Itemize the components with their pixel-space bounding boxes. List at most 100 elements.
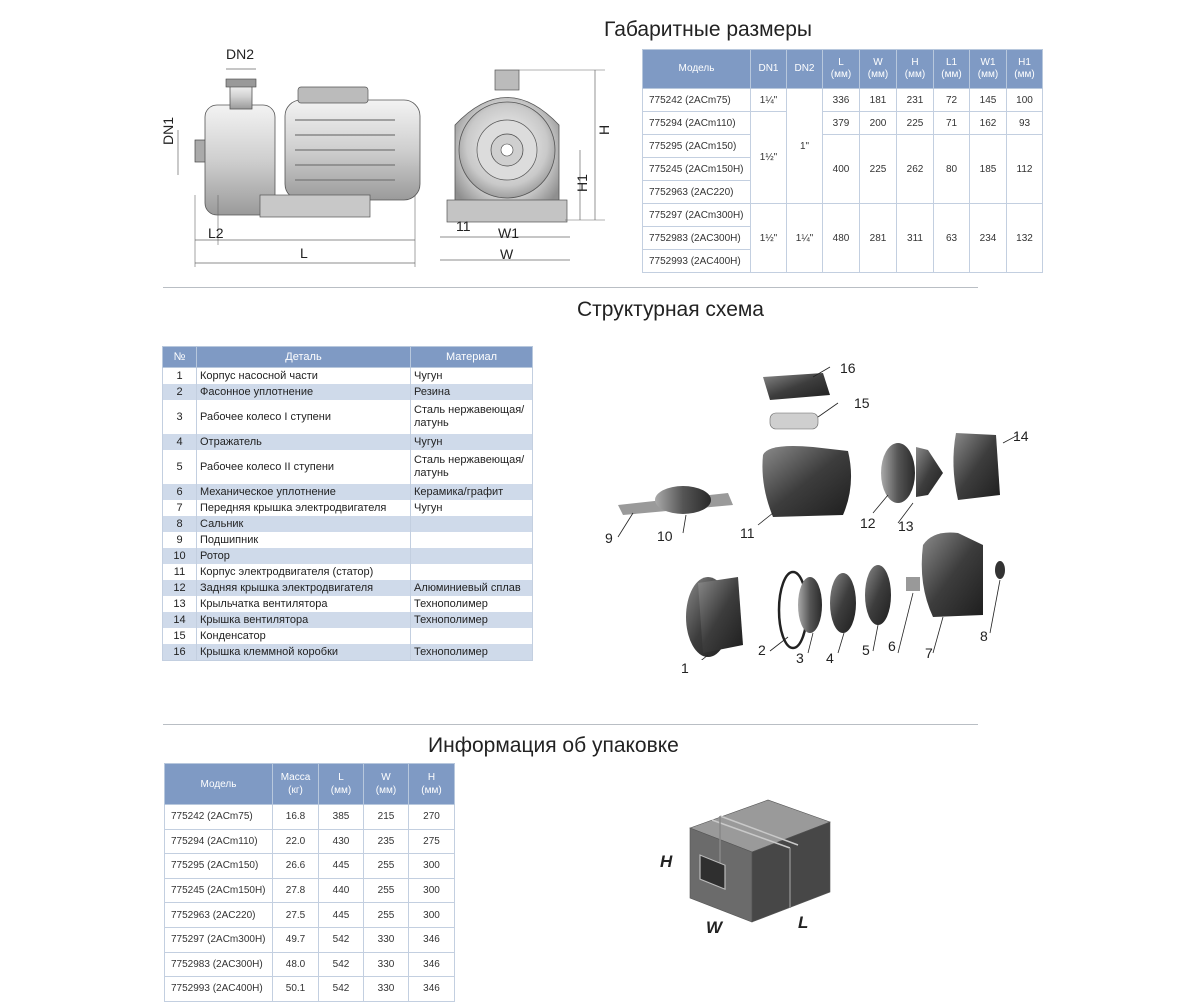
- w-cell: 200: [859, 111, 897, 135]
- part-callout-number: 10: [657, 528, 673, 544]
- material-cell: Технополимер: [410, 644, 533, 661]
- no-cell: 12: [162, 580, 197, 596]
- part-cell: Передняя крышка электродвигателя: [196, 500, 411, 516]
- part-cell: Рабочее колесо I ступени: [196, 400, 411, 434]
- table-row: 775245 (2ACm150H): [642, 157, 1043, 181]
- mass-cell: 27.5: [272, 902, 319, 928]
- part-callout-number: 12: [860, 515, 876, 531]
- material-cell: Алюминиевый сплав: [410, 580, 533, 596]
- dimensions-table: Модель DN1 DN2 L(мм) W(мм) H(мм) L1(мм) …: [642, 49, 1043, 273]
- part-callout-number: 13: [898, 518, 914, 534]
- w-label: W: [500, 246, 514, 262]
- table-header-row: Модель DN1 DN2 L(мм) W(мм) H(мм) L1(мм) …: [642, 49, 1043, 89]
- part-callout-number: 14: [1013, 428, 1029, 444]
- part-callout-number: 3: [796, 650, 804, 666]
- no-cell: 10: [162, 548, 197, 564]
- no-cell: 11: [162, 564, 197, 580]
- h-cell: 311: [896, 203, 934, 273]
- model-cell: 7752993 (2AC400H): [642, 249, 751, 273]
- model-cell: 775295 (2ACm150): [164, 853, 273, 879]
- w-cell: 255: [363, 902, 409, 928]
- mass-cell: 27.8: [272, 877, 319, 904]
- h-cell: 346: [408, 976, 455, 1002]
- column-header: Деталь: [196, 346, 411, 368]
- no-cell: 14: [162, 612, 197, 628]
- h-cell: 262: [896, 134, 934, 204]
- column-header: L(мм): [822, 49, 860, 89]
- l-cell: 445: [318, 853, 364, 879]
- l1-cell: 71: [933, 111, 970, 135]
- table-header-row: № Деталь Материал: [162, 346, 533, 368]
- packaging-table: Модель Масса(кг) L(мм) W(мм) H(мм) 77524…: [164, 763, 455, 1002]
- h-cell: 275: [408, 828, 455, 855]
- table-row: 7752963 (2AC220): [642, 180, 1043, 204]
- h-cell: 346: [408, 951, 455, 978]
- column-header: H(мм): [408, 763, 455, 805]
- column-header: Материал: [410, 346, 533, 368]
- part-cell: Корпус электродвигателя (статор): [196, 564, 411, 580]
- w-cell: 215: [363, 804, 409, 830]
- model-cell: 775242 (2ACm75): [642, 88, 751, 112]
- column-header: W1(мм): [969, 49, 1007, 89]
- w1-cell: 145: [969, 88, 1007, 112]
- w-cell: 330: [363, 951, 409, 978]
- part-cell: Конденсатор: [196, 628, 411, 644]
- table-row: 775297 (2ACm300H) 1½" 1¼" 480 281 311 63…: [642, 203, 1043, 273]
- part-callout-number: 7: [925, 645, 933, 661]
- model-cell: 7752963 (2AC220): [164, 902, 273, 928]
- part-callout-number: 9: [605, 530, 613, 546]
- l1-cell: 80: [933, 134, 970, 204]
- part-cell: Рабочее колесо II ступени: [196, 450, 411, 484]
- section-title-packaging: Информация об упаковке: [428, 734, 679, 757]
- model-cell: 775294 (2ACm110): [164, 828, 273, 855]
- mass-cell: 50.1: [272, 976, 319, 1002]
- part-callout-number: 15: [854, 395, 870, 411]
- part-callout-number: 16: [840, 360, 856, 376]
- l-cell: 445: [318, 902, 364, 928]
- mass-cell: 22.0: [272, 828, 319, 855]
- l1-cell: 72: [933, 88, 970, 112]
- column-header: №: [162, 346, 197, 368]
- part-cell: Крышка вентилятора: [196, 612, 411, 628]
- material-cell: Чугун: [410, 500, 533, 516]
- model-cell: 7752963 (2AC220): [642, 180, 751, 204]
- part-cell: Крышка клеммной коробки: [196, 644, 411, 661]
- part-callout-number: 8: [980, 628, 988, 644]
- material-cell: Чугун: [410, 367, 533, 384]
- l2-label: L2: [208, 225, 224, 241]
- l-cell: 385: [318, 804, 364, 830]
- exploded-parts-diagram: [617, 366, 1019, 660]
- section-title-dimensions: Габаритные размеры: [604, 18, 812, 41]
- l-cell: 480: [822, 203, 860, 273]
- part-cell: Задняя крышка электродвигателя: [196, 580, 411, 596]
- model-cell: 775242 (2ACm75): [164, 804, 273, 830]
- dn1-label: DN1: [160, 116, 176, 145]
- part-cell: Механическое уплотнение: [196, 484, 411, 500]
- model-cell: 7752983 (2AC300H): [642, 226, 751, 250]
- part-cell: Сальник: [196, 516, 411, 532]
- w-cell: 255: [363, 853, 409, 879]
- h1-cell: 132: [1006, 203, 1043, 273]
- material-cell: Резина: [410, 384, 533, 400]
- no-cell: 8: [162, 516, 197, 532]
- mass-cell: 26.6: [272, 853, 319, 879]
- h-cell: 270: [408, 804, 455, 830]
- part-cell: Фасонное уплотнение: [196, 384, 411, 400]
- h1-cell: 100: [1006, 88, 1043, 112]
- h-cell: 225: [896, 111, 934, 135]
- l-cell: 440: [318, 877, 364, 904]
- column-header: W(мм): [859, 49, 897, 89]
- dn1-cell: 1½": [750, 111, 787, 204]
